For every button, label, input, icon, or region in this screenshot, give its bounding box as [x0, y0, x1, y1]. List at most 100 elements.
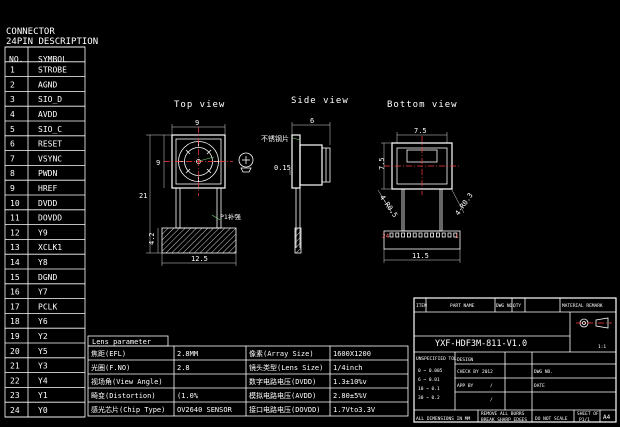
bottom-pin1-label: 1 [455, 233, 459, 240]
bottom-view: Bottom view 7.5 7.5 24 1 11.5 4-R0.5 4-R… [377, 100, 475, 263]
tb-dwg-no-label: DWG NO. [534, 369, 553, 375]
top-view: Top view 9 9 21 4.2 12.5 [139, 100, 241, 266]
pin-symbol: PWDN [38, 169, 57, 178]
pin-symbol: STROBE [38, 66, 67, 75]
fpc-pad [441, 232, 446, 238]
pin-symbol: AVDD [38, 110, 57, 119]
top-dim-left-small: 4.2 [148, 232, 156, 245]
tb-no-scale: DO NOT SCALE [535, 416, 568, 422]
pin-symbol: AGND [38, 80, 57, 89]
bottom-dim-diag-right: 4-R0.3 [454, 192, 475, 217]
lens-param-key: 视场角(View Angle) [91, 377, 163, 386]
fpc-pad [435, 232, 440, 238]
lens-param-key: 光圈(F.NO) [91, 363, 130, 372]
tb-part-number: YXF-HDF3M-811-V1.0 [435, 339, 527, 349]
pin-symbol: Y1 [38, 391, 48, 400]
tb-dims-note: ALL DIMENSIONS IN MM [416, 416, 470, 422]
tb-approver: APP BY [457, 383, 474, 389]
side-view: Side view 6 0.15 不锈钢片 [261, 96, 349, 254]
bottom-dim-left: 7.5 [378, 157, 386, 170]
pin-number: 4 [10, 110, 15, 119]
tb-remark-1: REMOVE ALL BURRS [481, 411, 525, 417]
pin-number: 19 [10, 332, 20, 341]
tb-hdr-qty: QTY [513, 303, 521, 309]
lens-param-value: 1.3±10%v [333, 378, 367, 386]
lens-param-key: 像素(Array Size) [249, 349, 314, 358]
lens-param-value: OV2640 SENSOR [177, 406, 233, 414]
tb-unspecified: UNSPECIFIED TOL [416, 356, 457, 362]
fpc-pad [453, 232, 458, 238]
top-pin1-label: P1补强 [220, 212, 241, 221]
lens-param-key: 数字电路电压(DVDD) [249, 377, 316, 386]
pin-symbol: XCLK1 [38, 243, 62, 252]
pin-symbol: Y4 [38, 376, 48, 385]
lens-param-key: 感光芯片(Chip Type) [91, 405, 165, 414]
lens-param-key: 焦距(EFL) [91, 349, 126, 358]
side-dim-top: 6 [310, 117, 314, 125]
top-dim-height: 9 [156, 159, 160, 167]
fpc-pad [395, 232, 400, 238]
pin-number: 1 [10, 66, 15, 75]
tolerance-row: 0 ~ 0.005 [418, 368, 443, 374]
fpc-pad [406, 232, 411, 238]
pin-symbol: HREF [38, 184, 57, 193]
pin-symbol: Y6 [38, 317, 48, 326]
tolerance-row: 10 ~ 0.1 [418, 386, 440, 392]
pin-number: 20 [10, 347, 20, 356]
pin-number: 11 [10, 214, 20, 223]
fpc-pad [418, 232, 423, 238]
fpc-pad [412, 232, 417, 238]
tb-hdr-dwg: DWG NO. [496, 303, 515, 309]
fpc-pad [424, 232, 429, 238]
pin-symbol: Y5 [38, 347, 48, 356]
tb-hdr-item: ITEM [416, 303, 427, 309]
tb-date-value: 2012 [482, 369, 493, 375]
pin-number: 2 [10, 80, 15, 89]
pin-header-no: NO. [9, 55, 23, 64]
pin-number: 23 [10, 391, 20, 400]
pin-number: 6 [10, 140, 15, 149]
pin-symbol: VSYNC [38, 154, 62, 163]
pin-number: 17 [10, 302, 20, 311]
fpc-pad [401, 232, 406, 238]
tb-sheet-value: P1/1 [579, 417, 590, 423]
pin-symbol: PCLK [38, 302, 57, 311]
bottom-dim-diag-left: 4-R0.5 [378, 194, 399, 219]
tb-sheet-label: SHEET OF [577, 411, 599, 417]
pin-number: 9 [10, 184, 15, 193]
pin-number: 15 [10, 273, 20, 282]
bottom-pin24-label: 24 [382, 233, 390, 240]
lens-param-value: 1/4inch [333, 364, 363, 372]
side-view-title: Side view [291, 96, 349, 106]
pin-number: 21 [10, 362, 20, 371]
lens-param-key: 接口电路电压(DOVDD) [249, 405, 321, 414]
pin-number: 5 [10, 125, 15, 134]
pin-number: 7 [10, 154, 15, 163]
tb-date-label: DATE [534, 383, 545, 389]
lens-param-key: 模拟电路电压(AVDD) [249, 391, 316, 400]
lens-param-key: 镜头类型(Lens Size) [249, 363, 323, 372]
tb-checker: CHECK BY [457, 369, 479, 375]
pin-number: 16 [10, 288, 20, 297]
tb-remark-2: BREAK SHARP EDGES [481, 417, 527, 423]
bottom-dim-bottom: 11.5 [412, 252, 429, 260]
top-dim-bottom: 12.5 [191, 255, 208, 263]
pin-number: 10 [10, 199, 20, 208]
pin-number: 24 [10, 406, 20, 415]
fpc-pad [430, 232, 435, 238]
pin-symbol: SIO_D [38, 95, 62, 104]
top-dim-width: 9 [195, 119, 199, 127]
title-block: ITEM PART NAME DWG NO. QTY MATERIAL REMA… [413, 297, 617, 423]
top-view-title: Top view [174, 100, 225, 110]
bottom-dim-top: 7.5 [414, 127, 427, 135]
lens-param-value: 1.7Vto3.3V [333, 406, 376, 414]
tolerance-row: 6 ~ 0.01 [418, 377, 440, 383]
pin-symbol: SIO_C [38, 125, 62, 134]
tb-slash-1: / [490, 383, 493, 389]
pin-number: 13 [10, 243, 20, 252]
pin-number: 22 [10, 376, 20, 385]
pin-number: 14 [10, 258, 20, 267]
connector-subtitle: 24PIN DESCRIPTION [6, 37, 98, 47]
